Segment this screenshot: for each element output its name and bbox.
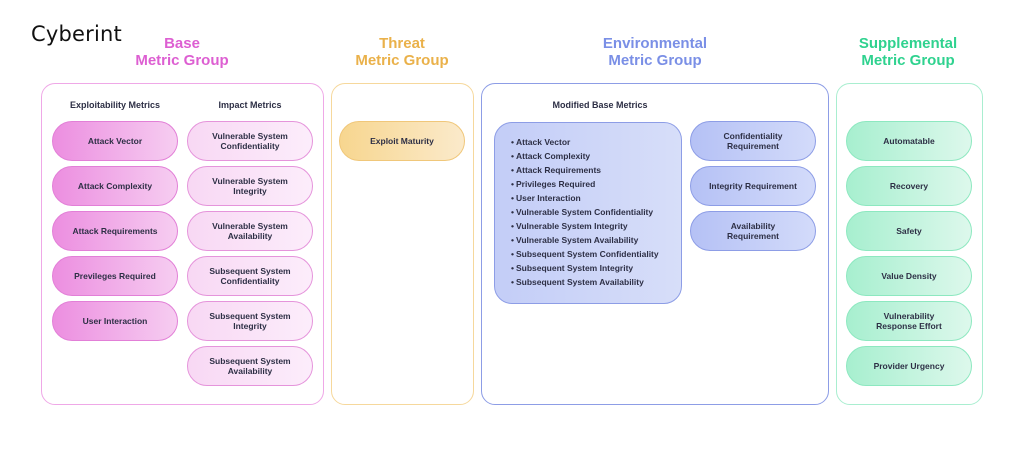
pill-label-line2: Availability: [227, 231, 273, 241]
list-item: Attack Requirements: [511, 163, 681, 177]
list-item: Vulnerable System Confidentiality: [511, 205, 681, 219]
threat-group-title: Threat Metric Group: [342, 35, 462, 69]
list-item: Attack Complexity: [511, 149, 681, 163]
integrity-requirement-pill: Integrity Requirement: [690, 166, 816, 206]
exploit-maturity-pill: Exploit Maturity: [339, 121, 465, 161]
threat-title-line2: Metric Group: [355, 52, 449, 69]
pill-label: Exploit Maturity: [370, 135, 434, 146]
modified-base-metrics-heading: Modified Base Metrics: [552, 100, 648, 110]
pill-label-line1: Subsequent System: [209, 355, 291, 366]
safety-pill: Safety: [846, 211, 972, 251]
pill-label: Attack Requirements: [72, 225, 158, 236]
exploitability-metrics-heading: Exploitability Metrics: [69, 100, 161, 110]
modified-base-metrics-list: Attack Vector Attack Complexity Attack R…: [494, 122, 682, 304]
base-title-line1: Base: [164, 35, 200, 52]
automatable-pill: Automatable: [846, 121, 972, 161]
pill-label-line1: Vulnerable System: [212, 175, 288, 186]
impact-metrics-heading: Impact Metrics: [218, 100, 282, 110]
pill-label: Attack Complexity: [77, 180, 153, 191]
pill-label-line1: Safety: [896, 225, 922, 236]
pill-label-line1: Provider Urgency: [873, 360, 945, 371]
base-group-title: Base Metric Group: [122, 35, 242, 69]
environmental-title-line2: Metric Group: [608, 52, 702, 69]
pill-label-line2: Integrity: [233, 186, 267, 196]
pill-label-line1: Vulnerable System: [212, 130, 288, 141]
pill-label-line2: Availability: [227, 366, 273, 376]
list-item: Subsequent System Availability: [511, 275, 681, 289]
pill-label-line2: Response Effort: [876, 321, 942, 331]
supplemental-group-title: Supplemental Metric Group: [848, 35, 968, 69]
list-item: Vulnerable System Integrity: [511, 219, 681, 233]
supplemental-title-line1: Supplemental: [858, 35, 958, 52]
recovery-pill: Recovery: [846, 166, 972, 206]
environmental-title-line1: Environmental: [602, 35, 708, 52]
list-item: Vulnerable System Availability: [511, 233, 681, 247]
pill-label: User Interaction: [82, 315, 148, 326]
cyberint-logo: Cyberint: [31, 22, 122, 46]
privileges-required-pill: Previleges Required: [52, 256, 178, 296]
list-item: Attack Vector: [511, 135, 681, 149]
pill-label-line1: Recovery: [889, 180, 929, 191]
pill-label: Previleges Required: [74, 270, 156, 281]
pill-label-line1: Vulnerable System: [212, 220, 288, 231]
base-title-line2: Metric Group: [135, 52, 229, 69]
pill-label-line1: Automatable: [883, 135, 935, 146]
pill-label-line1: Confidentiality: [723, 130, 783, 141]
pill-label-line2: Requirement: [727, 231, 779, 241]
environmental-group-title: Environmental Metric Group: [585, 35, 725, 69]
pill-label-line2: Confidentiality: [220, 141, 280, 151]
pill-label-line2: Confidentiality: [220, 276, 280, 286]
list-item: Subsequent System Confidentiality: [511, 247, 681, 261]
list-item: Subsequent System Integrity: [511, 261, 681, 275]
attack-vector-pill: Attack Vector: [52, 121, 178, 161]
pill-label-line1: Availability: [730, 220, 776, 231]
attack-requirements-pill: Attack Requirements: [52, 211, 178, 251]
value-density-pill: Value Density: [846, 256, 972, 296]
provider-urgency-pill: Provider Urgency: [846, 346, 972, 386]
pill-label-line1: Subsequent System: [209, 265, 291, 276]
threat-title-line1: Threat: [379, 35, 425, 52]
pill-label-line1: Value Density: [881, 270, 937, 281]
pill-label-line2: Requirement: [727, 141, 779, 151]
pill-label-line2: Integrity: [233, 321, 267, 331]
list-item: User Interaction: [511, 191, 681, 205]
pill-label-line1: Vulnerability: [883, 310, 935, 321]
pill-label-line1: Subsequent System: [209, 310, 291, 321]
pill-label: Attack Vector: [87, 135, 143, 146]
list-item: Privileges Required: [511, 177, 681, 191]
supplemental-title-line2: Metric Group: [861, 52, 955, 69]
user-interaction-pill: User Interaction: [52, 301, 178, 341]
attack-complexity-pill: Attack Complexity: [52, 166, 178, 206]
pill-label-line1: Integrity Requirement: [709, 180, 797, 191]
